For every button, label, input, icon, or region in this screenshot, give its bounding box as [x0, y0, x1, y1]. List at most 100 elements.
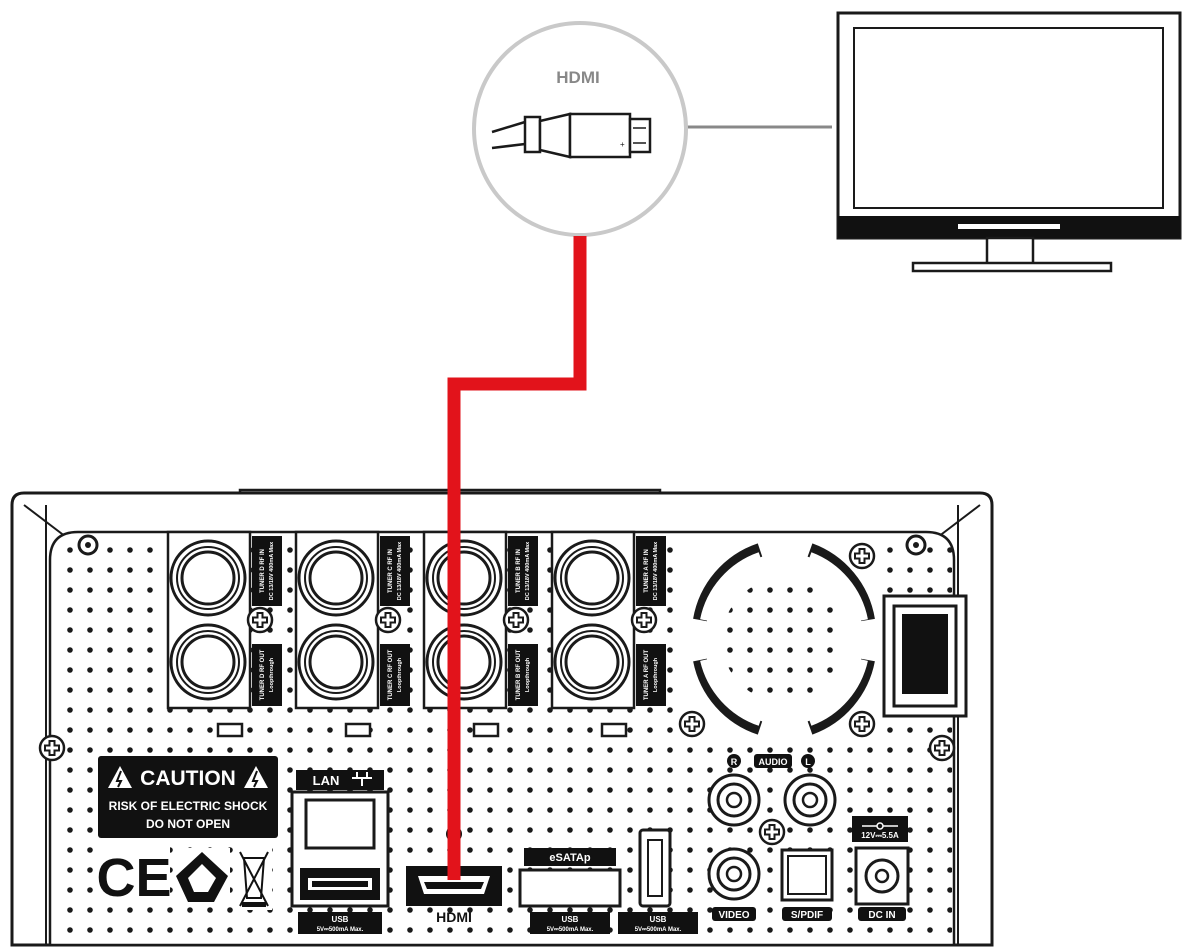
usb-2-label-text: USB — [562, 915, 579, 924]
recycle-icon — [174, 848, 230, 906]
hdmi-cable — [447, 236, 587, 880]
usb-port-1[interactable] — [300, 868, 380, 900]
tuner-screw-icon-3 — [502, 606, 530, 634]
rf-in-connector-2[interactable] — [297, 539, 375, 617]
usb-1-label: USB 5V⎓500mA Max. — [298, 912, 382, 934]
caution-label: CAUTION RISK OF ELECTRIC SHOCK DO NOT OP… — [98, 756, 278, 838]
audio-screw-icon — [758, 818, 786, 846]
usb-2-label: USB 5V⎓500mA Max. — [530, 912, 610, 934]
side-screw-left-icon — [38, 734, 66, 762]
mount-hole-right — [905, 534, 927, 556]
hdmi-callout: HDMI + — [472, 21, 688, 237]
ce-mark-text: CE — [96, 848, 171, 908]
usb-3-spec-text: 5V⎓500mA Max. — [635, 927, 682, 933]
dc-in-port[interactable]: 12V⎓5.5A DC IN — [852, 816, 910, 921]
video-label: VIDEO — [718, 910, 749, 921]
tuner-slot-1 — [216, 722, 244, 738]
power-switch[interactable] — [882, 594, 968, 718]
dc-in-label: DC IN — [868, 910, 895, 921]
spdif-port[interactable]: S/PDIF — [780, 848, 834, 921]
tuner-in-text-3: TUNER B RF IN — [516, 549, 522, 593]
hdmi-plug-icon: + — [491, 112, 652, 159]
rf-out-connector-1[interactable] — [169, 623, 247, 701]
usb-3-label: USB 5V⎓500mA Max. — [618, 912, 698, 934]
tuner-out-text-1: TUNER D RF OUT — [260, 649, 266, 700]
caution-line-2: DO NOT OPEN — [146, 817, 230, 831]
fan-screw-br-icon — [848, 710, 876, 738]
usb-1-label-text: USB — [332, 915, 349, 924]
tuner-screw-icon-1 — [246, 606, 274, 634]
usb-2-spec-text: 5V⎓500mA Max. — [547, 927, 594, 933]
tuner-out-text-4: TUNER A RF OUT — [644, 650, 650, 701]
fan-screw-bl-icon — [678, 710, 706, 738]
video-jack[interactable]: VIDEO — [707, 847, 761, 921]
tuner-in-spec-2: DC 13/18V 400mA Max — [397, 541, 403, 600]
usb-1-spec-text: 5V⎓500mA Max. — [317, 927, 364, 933]
power-rating-label: 12V⎓5.5A — [861, 831, 899, 840]
usb-port-2[interactable] — [638, 828, 672, 908]
warning-triangle-left-icon — [108, 766, 132, 788]
warning-triangle-right-icon — [244, 766, 268, 788]
tuner-in-text-2: TUNER C RF IN — [388, 549, 394, 593]
tuner-out-spec-3: Loopthrough — [525, 657, 531, 692]
esatap-port[interactable]: eSATAp — [518, 848, 622, 908]
tuner-in-spec-4: DC 13/18V 400mA Max — [653, 541, 659, 600]
tuner-slot-2 — [344, 722, 372, 738]
audio-text: AUDIO — [759, 757, 788, 767]
spdif-label: S/PDIF — [791, 910, 823, 921]
usb-3-label-text: USB — [650, 915, 667, 924]
mount-hole-left — [77, 534, 99, 556]
tuner-in-text-4: TUNER A RF IN — [644, 549, 650, 593]
tuner-out-spec-4: Loopthrough — [653, 657, 659, 692]
ce-mark-icon: CE — [96, 846, 172, 908]
tuner-in-text-1: TUNER D RF IN — [260, 549, 266, 593]
hdmi-port-label: HDMI — [436, 909, 472, 925]
svg-text:+: + — [620, 140, 625, 149]
rf-out-connector-3[interactable] — [425, 623, 503, 701]
polarity-icon — [862, 822, 898, 830]
fan-screw-tr-icon — [848, 542, 876, 570]
audio-label: R AUDIO L — [727, 754, 815, 768]
tuner-in-spec-1: DC 13/18V 400mA Max — [269, 541, 275, 600]
lan-label: LAN — [313, 773, 340, 788]
audio-r-jack[interactable] — [707, 773, 761, 827]
tuner-out-spec-1: Loopthrough — [269, 657, 275, 692]
tuner-out-spec-2: Loopthrough — [397, 657, 403, 692]
esatap-label: eSATAp — [549, 852, 590, 864]
tuner-screw-icon-4 — [630, 606, 658, 634]
caution-line-1: RISK OF ELECTRIC SHOCK — [109, 799, 268, 813]
rf-out-connector-2[interactable] — [297, 623, 375, 701]
rf-in-connector-1[interactable] — [169, 539, 247, 617]
tv-monitor — [836, 11, 1182, 273]
tuner-slot-4 — [600, 722, 628, 738]
hdmi-callout-label: HDMI — [556, 68, 599, 87]
tuner-screw-icon-2 — [374, 606, 402, 634]
rf-in-connector-4[interactable] — [553, 539, 631, 617]
network-icon — [352, 772, 372, 786]
tuner-out-text-3: TUNER B RF OUT — [516, 649, 522, 700]
fan-grille — [686, 542, 882, 738]
weee-bin-icon — [236, 846, 272, 910]
audio-r-text: R — [731, 757, 738, 767]
audio-l-text: L — [805, 757, 811, 767]
tuner-slot-3 — [472, 722, 500, 738]
tuner-out-text-2: TUNER C RF OUT — [388, 649, 394, 700]
audio-l-jack[interactable] — [783, 773, 837, 827]
tuner-in-spec-3: DC 13/18V 400mA Max — [525, 541, 531, 600]
side-screw-right-icon — [928, 734, 956, 762]
rf-out-connector-4[interactable] — [553, 623, 631, 701]
caution-title: CAUTION — [140, 767, 236, 790]
rf-in-connector-3[interactable] — [425, 539, 503, 617]
